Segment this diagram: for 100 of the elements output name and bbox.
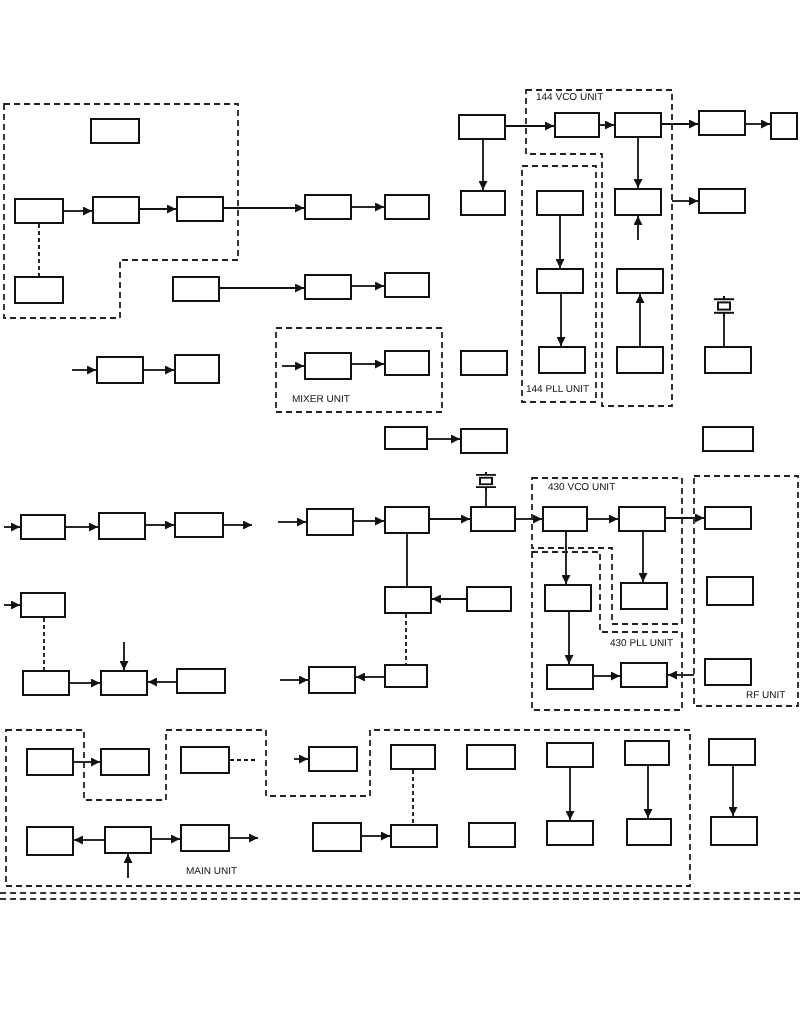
unit-frame	[694, 476, 798, 706]
signal-arrow	[143, 365, 175, 375]
connector-line	[43, 617, 45, 671]
connector-line	[38, 223, 40, 277]
unit-frame	[532, 478, 682, 624]
circuit-block	[626, 818, 672, 846]
signal-arrow	[505, 121, 555, 131]
signal-arrow	[223, 520, 253, 530]
circuit-block	[384, 426, 428, 450]
signal-arrow	[638, 531, 648, 583]
circuit-block	[614, 112, 662, 138]
signal-arrow	[431, 594, 467, 604]
signal-arrow	[599, 120, 615, 130]
signal-arrow	[3, 600, 21, 610]
connector-line	[406, 533, 408, 587]
unit-frame	[4, 104, 238, 318]
circuit-block	[702, 426, 754, 452]
circuit-block	[468, 822, 516, 848]
circuit-block	[92, 196, 140, 224]
circuit-block	[26, 826, 74, 856]
circuit-block	[542, 506, 588, 532]
circuit-block	[384, 664, 428, 688]
unit-frame	[526, 90, 672, 406]
circuit-block	[620, 582, 668, 610]
circuit-block	[538, 346, 586, 374]
signal-arrow	[355, 672, 385, 682]
circuit-block	[390, 744, 436, 770]
circuit-block	[704, 346, 752, 374]
signal-arrow	[478, 139, 488, 191]
connector-line	[723, 315, 725, 347]
signal-arrow	[73, 757, 101, 767]
signal-arrow	[139, 204, 177, 214]
signal-arrow	[277, 517, 307, 527]
signal-arrow	[73, 835, 105, 845]
circuit-block	[620, 662, 668, 688]
circuit-block	[460, 428, 508, 454]
circuit-block	[96, 356, 144, 384]
circuit-block	[698, 188, 746, 214]
unit-frame	[276, 328, 442, 412]
circuit-block	[624, 740, 670, 766]
signal-arrow	[65, 522, 99, 532]
circuit-block	[616, 346, 664, 374]
circuit-block	[180, 746, 230, 774]
circuit-block	[14, 198, 64, 224]
connector-line	[405, 613, 407, 665]
circuit-block	[384, 272, 430, 298]
signal-arrow	[728, 765, 738, 817]
signal-arrow	[281, 361, 305, 371]
crystal-symbol	[474, 472, 498, 490]
circuit-block	[460, 350, 508, 376]
circuit-block	[458, 114, 506, 140]
circuit-block	[546, 742, 594, 768]
signal-arrow	[351, 359, 385, 369]
signal-arrow	[3, 522, 21, 532]
circuit-block	[20, 592, 66, 618]
signal-arrow	[151, 834, 181, 844]
signal-arrow	[556, 293, 566, 347]
circuit-block	[708, 738, 756, 766]
circuit-block	[536, 190, 584, 216]
circuit-block	[706, 576, 754, 606]
signal-arrow	[565, 767, 575, 821]
signal-arrow	[351, 281, 385, 291]
circuit-block	[304, 352, 352, 380]
circuit-block	[100, 748, 150, 776]
signal-arrow	[561, 531, 571, 585]
crystal-symbol	[712, 296, 736, 316]
signal-arrow	[219, 283, 305, 293]
circuit-block	[306, 508, 354, 536]
circuit-block	[174, 354, 220, 384]
circuit-block	[98, 512, 146, 540]
circuit-block	[308, 666, 356, 694]
circuit-block	[384, 194, 430, 220]
signal-arrow	[427, 434, 461, 444]
circuit-block	[176, 196, 224, 222]
signal-arrow	[63, 206, 93, 216]
signal-arrow	[633, 215, 643, 241]
circuit-block	[308, 746, 358, 772]
circuit-block	[14, 276, 64, 304]
signal-arrow	[633, 137, 643, 189]
unit-frame	[522, 166, 596, 402]
circuit-block	[100, 670, 148, 696]
circuit-block	[470, 506, 516, 532]
circuit-block	[614, 188, 662, 216]
circuit-block	[172, 276, 220, 302]
circuit-block	[26, 748, 74, 776]
circuit-block	[770, 112, 798, 140]
signal-arrow	[593, 671, 621, 681]
signal-arrow	[555, 215, 565, 269]
circuit-block	[536, 268, 584, 294]
circuit-block	[104, 826, 152, 854]
signal-arrow	[429, 514, 471, 524]
signal-arrow	[123, 853, 133, 879]
connector-line	[229, 759, 259, 761]
signal-arrow	[361, 831, 391, 841]
connector-line	[412, 769, 414, 825]
signal-arrow	[71, 365, 97, 375]
unit-frame	[6, 730, 690, 886]
signal-arrow	[147, 677, 177, 687]
circuit-block	[704, 506, 752, 530]
signal-arrow	[587, 514, 619, 524]
